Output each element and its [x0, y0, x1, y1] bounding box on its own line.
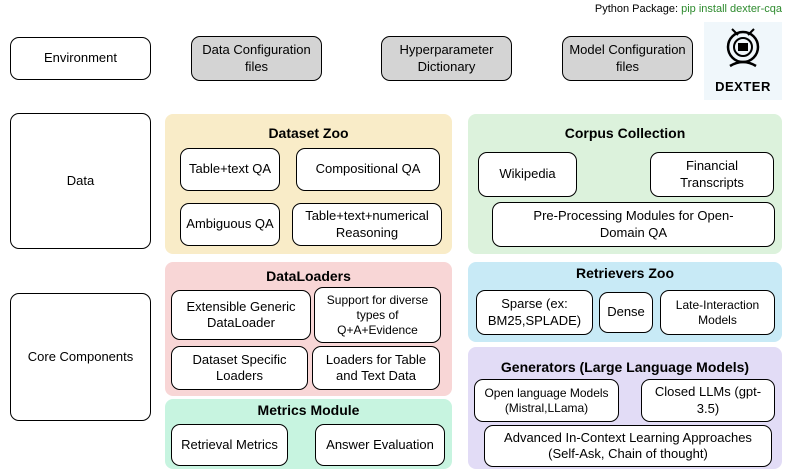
metrics-module-title: Metrics Module: [257, 402, 360, 418]
open-language-models: Open language Models (Mistral,LLama): [474, 379, 619, 422]
answer-evaluation: Answer Evaluation: [315, 424, 445, 466]
generators-title: Generators (Large Language Models): [500, 359, 750, 375]
dexter-logo: DEXTER: [704, 22, 782, 100]
retrieval-metrics: Retrieval Metrics: [171, 424, 288, 466]
table-text-loaders: Loaders for Table and Text Data: [312, 346, 440, 390]
retriever-dense: Dense: [599, 292, 653, 333]
logo-text: DEXTER: [715, 79, 771, 94]
extensible-generic-dataloader: Extensible Generic DataLoader: [171, 290, 311, 340]
retriever-sparse: Sparse (ex: BM25,SPLADE): [476, 290, 593, 335]
dataloaders-title: DataLoaders: [266, 268, 351, 284]
dataset-numerical-reasoning: Table+text+numerical Reasoning: [292, 203, 442, 246]
hyperparameter-dictionary: Hyperparameter Dictionary: [381, 36, 512, 81]
closed-llms: Closed LLMs (gpt-3.5): [641, 379, 775, 422]
environment-label: Environment: [10, 37, 151, 80]
retrievers-zoo-title: Retrievers Zoo: [575, 265, 675, 281]
package-install-note: Python Package: pip install dexter-cqa: [570, 3, 782, 15]
data-config-files: Data Configuration files: [191, 36, 322, 81]
advanced-icl-approaches: Advanced In-Context Learning Approaches …: [484, 425, 772, 467]
package-prefix: Python Package:: [594, 3, 679, 15]
corpus-financial-transcripts: Financial Transcripts: [650, 152, 774, 197]
dataset-specific-loaders: Dataset Specific Loaders: [171, 346, 308, 390]
corpus-preprocessing-modules: Pre-Processing Modules for Open-Domain Q…: [492, 202, 775, 247]
core-components-label: Core Components: [10, 293, 151, 421]
dataset-ambiguous-qa: Ambiguous QA: [180, 203, 280, 246]
corpus-wikipedia: Wikipedia: [478, 152, 577, 197]
package-command: pip install dexter-cqa: [681, 3, 782, 15]
model-config-files: Model Configuration files: [562, 36, 693, 81]
dexter-icon: [726, 28, 760, 68]
dataset-compositional-qa: Compositional QA: [296, 148, 440, 191]
data-label: Data: [10, 113, 151, 249]
dataset-table-text-qa: Table+text QA: [180, 148, 280, 191]
retriever-late-interaction: Late-Interaction Models: [660, 290, 775, 335]
diverse-types-support: Support for diverse types of Q+A+Evidenc…: [314, 287, 441, 343]
corpus-collection-title: Corpus Collection: [564, 125, 686, 141]
dataset-zoo-title: Dataset Zoo: [268, 125, 349, 141]
